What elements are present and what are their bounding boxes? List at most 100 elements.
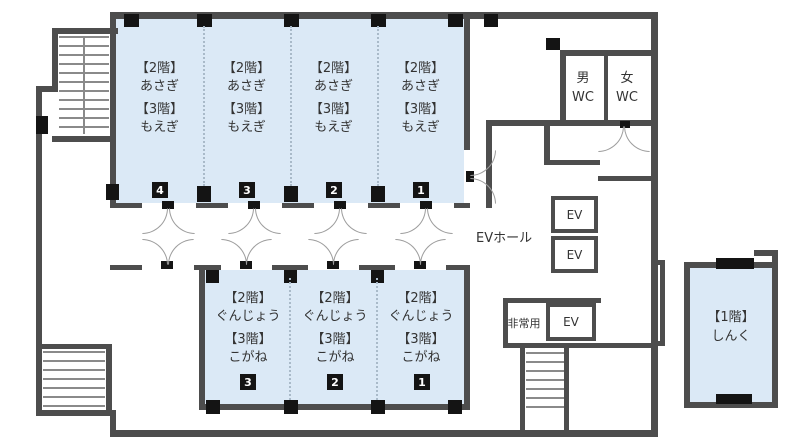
room-upper-asagi-2: 【2階】 あさぎ 【3階】 もえぎ [290, 60, 377, 137]
door-arc [142, 239, 168, 265]
pillar [371, 270, 384, 283]
emergency-elevator-box: EV [546, 303, 596, 341]
door-arc [142, 208, 168, 234]
room-floor3-tag: 【3階】 [311, 332, 359, 347]
door-post [334, 201, 346, 209]
room-floor3-tag: 【3階】 [396, 102, 445, 117]
pillar [124, 14, 139, 27]
wall-segment [36, 410, 112, 416]
room-floor2-name: ぐんじょう [215, 309, 281, 324]
wall-segment [36, 86, 42, 416]
room-floor3-tag: 【3階】 [135, 102, 184, 117]
ev-hall-label: EVホール [476, 231, 533, 246]
door-arc [314, 208, 340, 234]
wall-segment [199, 404, 470, 410]
pillar [448, 400, 462, 414]
door-arc [308, 239, 334, 265]
room-floor3-name: こがね [401, 350, 441, 365]
pillar [371, 186, 385, 202]
wall-segment [110, 265, 142, 270]
door-post [466, 171, 474, 182]
door-arc [221, 239, 247, 265]
wall-segment [194, 265, 221, 270]
room-floor3-name: こがね [315, 350, 355, 365]
room-upper-asagi-4: 【2階】 あさぎ 【3階】 もえぎ [116, 60, 203, 137]
wall-segment [564, 348, 569, 430]
wall-segment [520, 348, 525, 430]
wall-segment [110, 410, 116, 437]
door-post [240, 261, 252, 269]
door-arc [255, 208, 281, 234]
mens-wc-gender: 男 [576, 71, 590, 86]
annex-door-block [716, 258, 754, 269]
elevator-box: EV [551, 236, 598, 273]
emergency-label: 非常用 [507, 317, 541, 330]
door-arc [246, 239, 272, 265]
door-arc [420, 239, 446, 265]
door-post [162, 201, 174, 209]
wall-segment [651, 12, 658, 437]
door-arc [228, 208, 254, 234]
room-lower-gunjo-1: 【2階】 ぐんじょう 【3階】 こがね [378, 290, 464, 367]
elevator-label: EV [566, 247, 583, 262]
room-floor2-name: あさぎ [313, 79, 353, 94]
room-floor2-name: ぐんじょう [302, 309, 368, 324]
room-floor2-tag: 【2階】 [397, 291, 445, 306]
door-arc [427, 208, 453, 234]
room-floor2-tag: 【2階】 [222, 61, 271, 76]
door-post [414, 261, 426, 269]
room-upper-asagi-3: 【2階】 あさぎ 【3階】 もえぎ [203, 60, 290, 137]
wall-segment [359, 265, 395, 270]
room-number-badge: 3 [239, 182, 255, 198]
wall-segment [560, 50, 566, 120]
room-number-badge: 4 [152, 182, 168, 198]
staircase-bottom-left [43, 351, 105, 408]
wall-segment [604, 56, 608, 120]
wall-segment [503, 343, 652, 348]
room-upper-asagi-1: 【2階】 あさぎ 【3階】 もえぎ [377, 60, 464, 137]
door-post [620, 121, 630, 128]
wall-segment [560, 50, 652, 56]
wall-segment [464, 12, 470, 150]
room-floor2-name: あさぎ [139, 79, 179, 94]
staircase-bottom-right [526, 352, 564, 408]
elevator-label: EV [563, 315, 579, 329]
room-number-badge: 3 [240, 374, 256, 390]
wall-segment [446, 265, 470, 270]
wall-segment [486, 120, 652, 126]
room-floor3-tag: 【3階】 [224, 332, 272, 347]
door-arc [598, 126, 624, 152]
wall-segment [503, 298, 601, 303]
wall-segment [52, 28, 58, 92]
door-arc [341, 208, 367, 234]
pillar [197, 14, 212, 27]
room-divider [290, 26, 292, 186]
wall-segment [684, 402, 778, 408]
door-arc [470, 150, 496, 176]
womens-wc-label: 女 WC [607, 69, 647, 107]
wall-segment [36, 86, 58, 92]
room-number-badge: 2 [327, 374, 343, 390]
wall-segment [544, 160, 600, 165]
wall-segment [651, 260, 665, 265]
wall-segment [368, 203, 400, 208]
room-divider [289, 278, 291, 400]
wall-segment [660, 260, 665, 346]
room-floor3-tag: 【3階】 [222, 102, 271, 117]
room-lower-gunjo-2: 【2階】 ぐんじょう 【3階】 こがね [292, 290, 378, 367]
pillar [284, 270, 297, 283]
door-post [248, 201, 260, 209]
pillar [36, 116, 48, 134]
door-arc [168, 239, 194, 265]
staircase-rail [83, 36, 85, 134]
pillar [371, 400, 385, 414]
room-divider [377, 26, 379, 186]
room-divider [376, 278, 378, 400]
pillar [206, 270, 219, 283]
womens-wc-text: WC [616, 90, 638, 105]
room-number-badge: 2 [326, 182, 342, 198]
room-floor2-tag: 【2階】 [311, 291, 359, 306]
wall-segment [754, 250, 778, 256]
wall-segment [598, 176, 652, 181]
room-floor2-tag: 【2階】 [396, 61, 445, 76]
